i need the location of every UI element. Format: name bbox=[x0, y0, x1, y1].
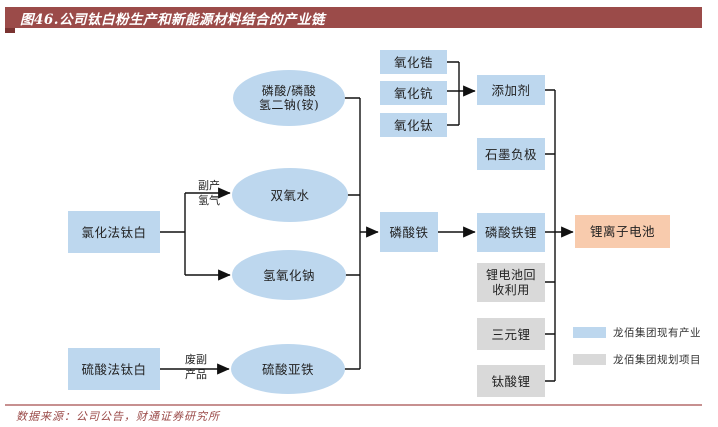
node-label: 添加剂 bbox=[491, 82, 531, 98]
node-label: 氧化钪 bbox=[393, 85, 433, 101]
node-scandium-oxide: 氧化钪 bbox=[380, 81, 447, 105]
edge-label-waste-byproduct: 废副 产品 bbox=[176, 352, 216, 382]
node-label: 硫酸法钛白 bbox=[81, 361, 147, 377]
node-zirconium-oxide: 氧化锆 bbox=[380, 50, 447, 74]
node-label: 磷酸铁锂 bbox=[484, 225, 537, 240]
node-label-line1: 锂电池回 bbox=[485, 268, 536, 282]
node-ternary-lithium: 三元锂 bbox=[477, 318, 545, 350]
node-label-line2: 收利用 bbox=[492, 282, 530, 297]
node-sulfate-process-titanium-white: 硫酸法钛白 bbox=[68, 348, 160, 390]
node-label: 硫酸亚铁 bbox=[261, 361, 314, 377]
legend-swatch-existing-industry bbox=[573, 327, 606, 338]
node-label: 氢氧化钠 bbox=[262, 267, 315, 283]
node-label: 磷酸铁 bbox=[389, 224, 429, 240]
node-ferrous-sulfate: 硫酸亚铁 bbox=[231, 344, 345, 394]
figure-title-bar: 图46.公司钛白粉生产和新能源材料结合的产业链 bbox=[5, 7, 702, 28]
source-divider-line bbox=[5, 404, 702, 406]
node-additives: 添加剂 bbox=[477, 75, 545, 105]
node-label-line1: 磷酸/磷酸 bbox=[261, 83, 317, 98]
node-graphite-anode: 石墨负极 bbox=[477, 138, 545, 170]
node-phosphate-salts: 磷酸/磷酸 氢二钠(铵) bbox=[233, 70, 345, 126]
edge-label-line2: 产品 bbox=[185, 368, 207, 381]
edge-label-line1: 副产 bbox=[198, 179, 220, 192]
node-label: 氯化法钛白 bbox=[81, 224, 147, 240]
edge-label-line2: 氢气 bbox=[198, 194, 220, 207]
node-sodium-hydroxide: 氢氧化钠 bbox=[232, 250, 346, 300]
legend-label-planned-project: 龙佰集团规划项目 bbox=[613, 354, 701, 366]
node-iron-phosphate: 磷酸铁 bbox=[380, 212, 438, 252]
node-label: 三元锂 bbox=[491, 326, 531, 342]
edge-label-byproduct-hydrogen: 副产 氢气 bbox=[189, 178, 229, 208]
node-lithium-ion-battery: 锂离子电池 bbox=[575, 215, 670, 248]
node-hydrogen-peroxide: 双氧水 bbox=[232, 168, 348, 222]
node-chloride-process-titanium-white: 氯化法钛白 bbox=[68, 211, 160, 253]
node-lithium-titanate: 钛酸锂 bbox=[477, 365, 545, 397]
legend-label-existing-industry: 龙佰集团现有产业 bbox=[613, 327, 701, 339]
node-lithium-iron-phosphate: 磷酸铁锂 bbox=[477, 213, 545, 252]
node-titanium-oxide: 氧化钛 bbox=[380, 113, 447, 137]
node-label: 钛酸锂 bbox=[491, 373, 531, 389]
node-label: 锂离子电池 bbox=[589, 224, 655, 239]
figure-title: 图46.公司钛白粉生产和新能源材料结合的产业链 bbox=[20, 11, 325, 28]
node-label: 双氧水 bbox=[270, 187, 310, 203]
legend-swatch-planned-project bbox=[573, 354, 606, 365]
node-label-line2: 氢二钠(铵) bbox=[258, 98, 320, 112]
node-label: 氧化锆 bbox=[393, 54, 433, 70]
node-label: 石墨负极 bbox=[484, 146, 537, 162]
node-battery-recycling: 锂电池回 收利用 bbox=[477, 263, 545, 302]
edge-label-line1: 废副 bbox=[185, 353, 207, 366]
data-source-note: 数据来源：公司公告，财通证券研究所 bbox=[16, 410, 220, 423]
node-label: 氧化钛 bbox=[393, 117, 433, 133]
